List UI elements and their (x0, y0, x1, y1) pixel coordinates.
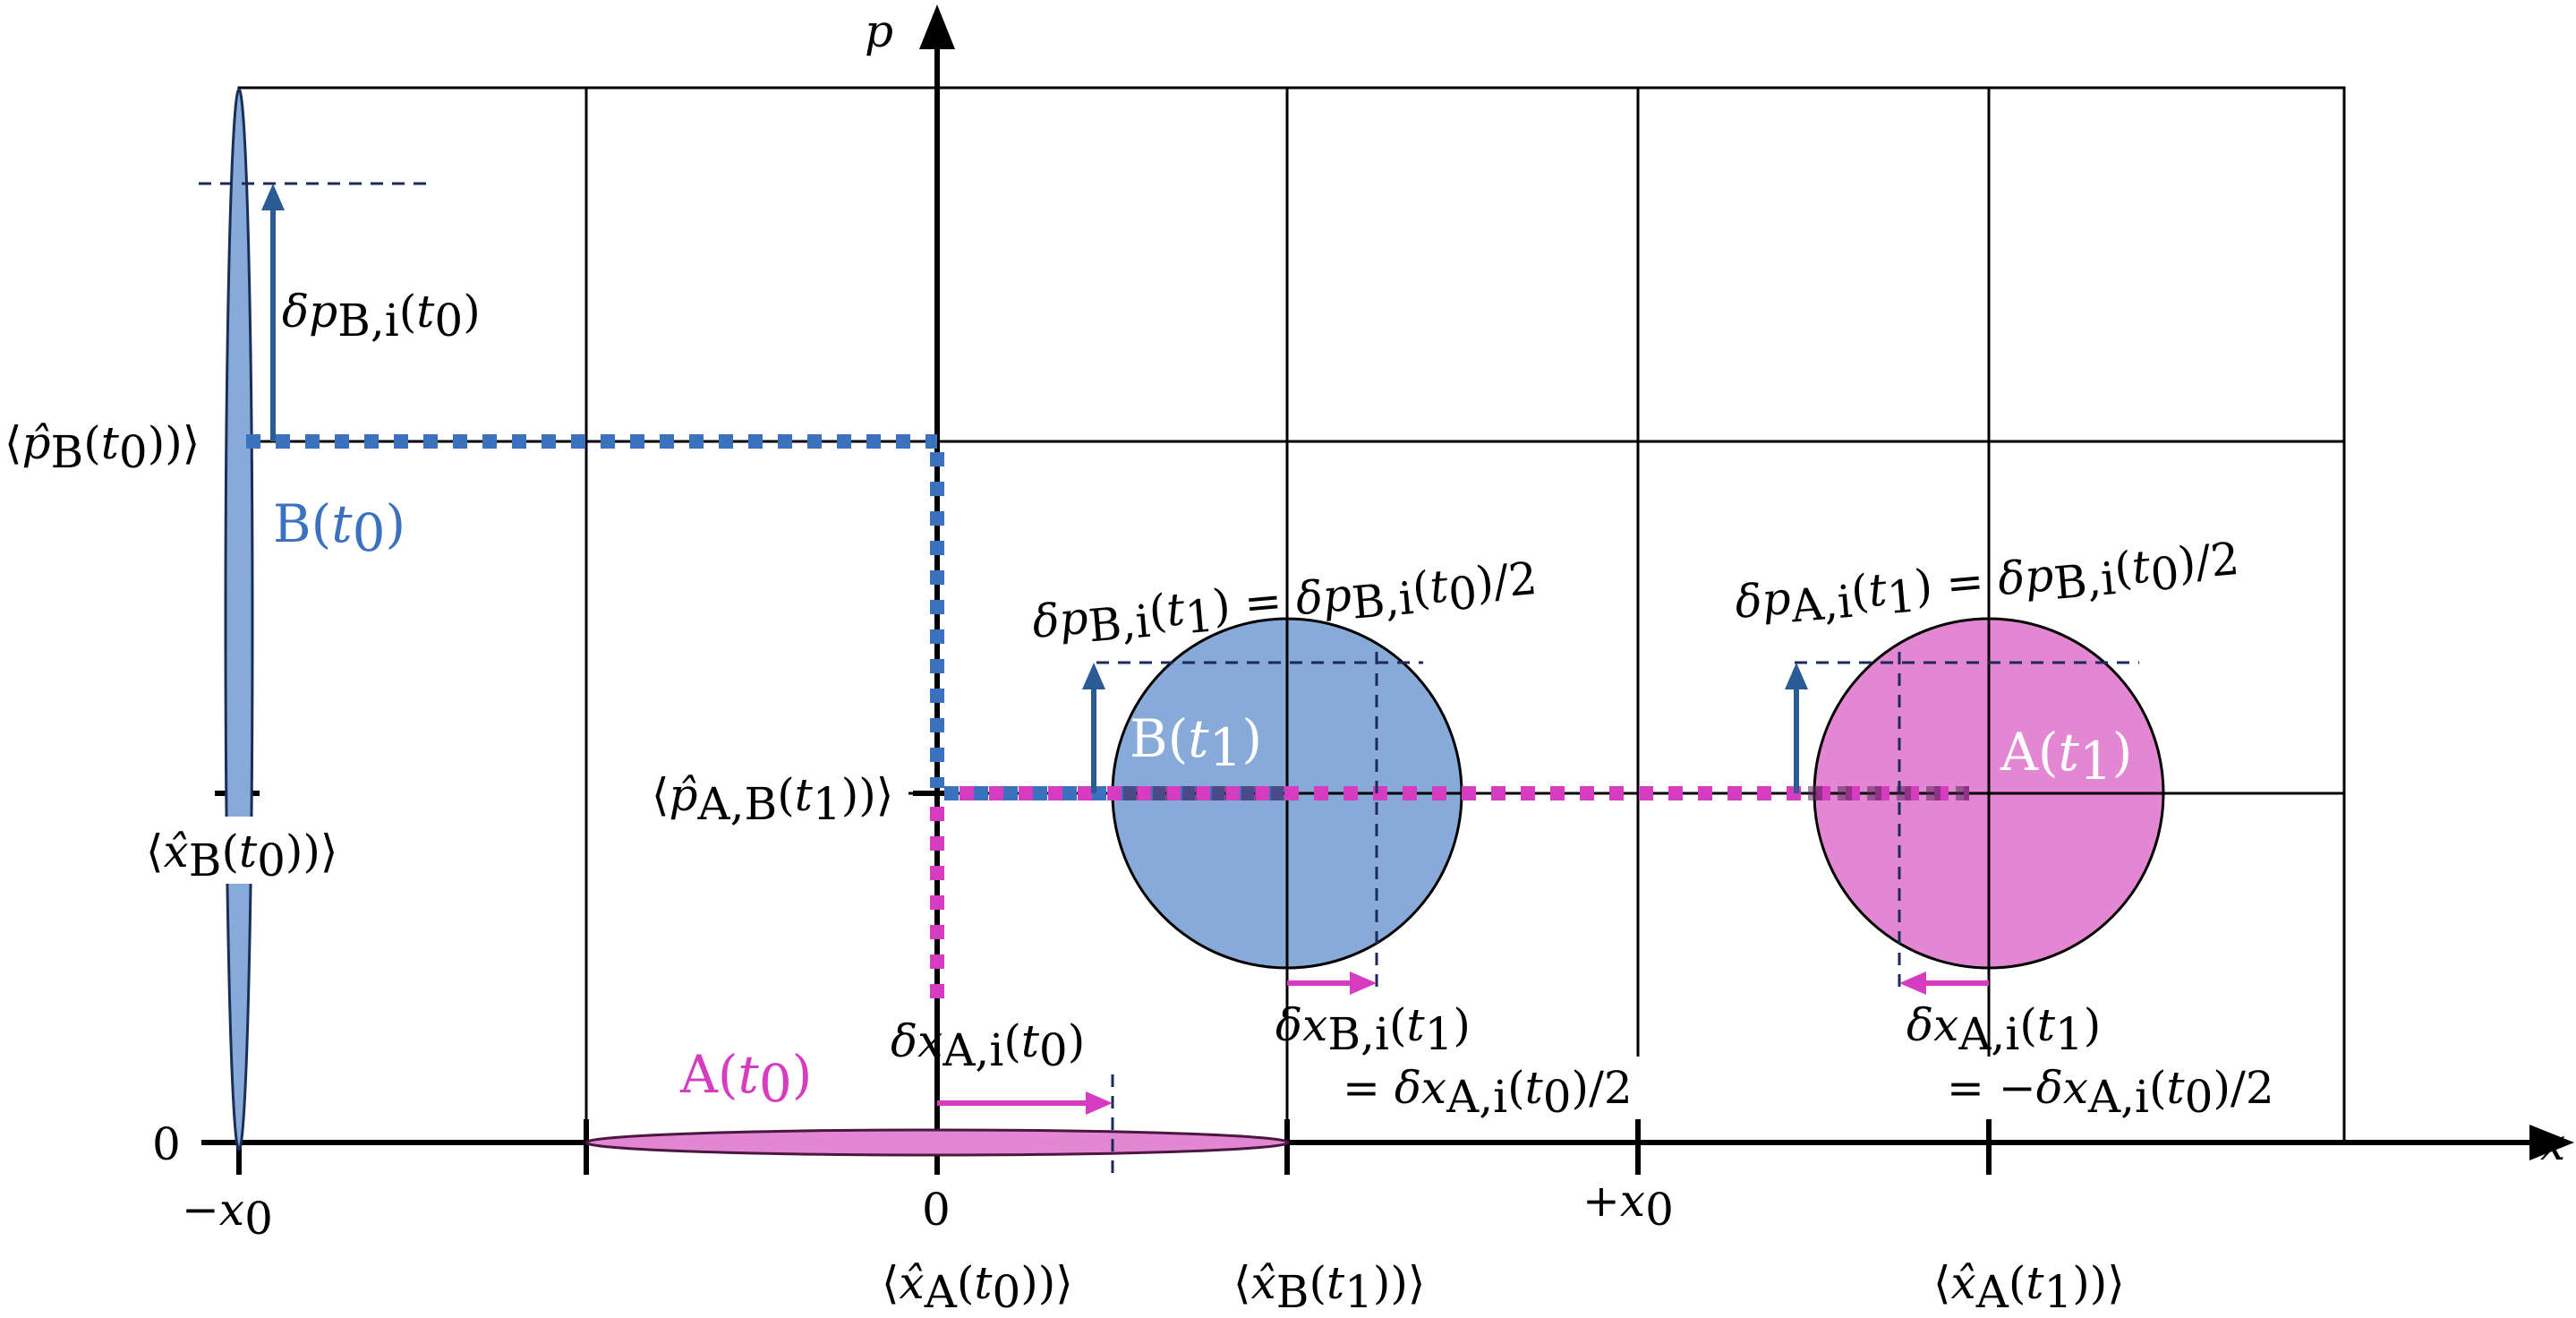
arrow-dxBi-t1-head (1350, 971, 1377, 995)
label-xA-t1: ⟨x̂A(t1))⟩ (1933, 1257, 2125, 1318)
label-pB-t0: ⟨p̂B(t0))⟩ (4, 417, 200, 478)
label-xB-t1: ⟨x̂B(t1))⟩ (1233, 1257, 1425, 1318)
x-axis-label: x (2540, 1118, 2565, 1170)
p-axis-label: p (865, 5, 893, 57)
wavepacket-A-t0 (584, 1128, 1290, 1157)
label-xB-t0: ⟨x̂B(t0))⟩ (146, 826, 337, 886)
packet-label-B-t1: B(t1) (1130, 708, 1262, 778)
label-dxBi-t1: δxB,i(t1) (1275, 999, 1471, 1060)
label-dxAi-t1: δxA,i(t1) (1906, 999, 2101, 1060)
arrow-dpAi-t1-head (1785, 663, 1808, 689)
label-dpBi-t1-eq: δpB,i(t1) = δpB,i(t0)/2 (1030, 552, 1540, 657)
label-dxAi-t0: δxA,i(t0) (891, 1015, 1085, 1076)
arrow-dxAi-t0-head (1086, 1091, 1113, 1115)
tick-label-zero: 0 (922, 1184, 951, 1236)
tick-label-pos-x0: +x0 (1582, 1175, 1674, 1236)
wavepacket-B-t0 (224, 88, 254, 1151)
label-xA-t0: ⟨x̂A(t0))⟩ (882, 1257, 1073, 1318)
arrows (261, 184, 1989, 1115)
zero-left-label: 0 (152, 1118, 181, 1170)
label-bg-dxAi-t1-rhs (1933, 1057, 2336, 1119)
label-bg-pAB-t1 (649, 761, 908, 828)
arrow-dxAi-t1-head (1899, 971, 1926, 995)
p-axis-arrowhead (919, 4, 955, 49)
arrow-dpBi-t1-head (1082, 663, 1105, 689)
label-bg-xB-t0 (143, 817, 349, 884)
magenta-dotted-path (930, 786, 1969, 998)
packet-label-B-t0: B(t0) (273, 493, 405, 563)
arrow-dpBi-t0-head (261, 184, 285, 210)
navy-dashed-guides (199, 182, 2139, 1177)
label-dxAi-t1-rhs: = −δxA,i(t0)/2 (1947, 1062, 2274, 1123)
blue-dotted-path (246, 434, 1287, 800)
label-dpBi-t0: δpB,i(t0) (282, 286, 481, 347)
label-dxBi-t1-rhs: = δxA,i(t0)/2 (1343, 1062, 1633, 1123)
tick-label-neg-x0: −x0 (182, 1184, 273, 1245)
packet-label-A-t0: A(t0) (679, 1044, 812, 1114)
x-axis-arrowhead (2529, 1125, 2574, 1160)
label-dpAi-t1-eq: δpA,i(t1) = δpB,i(t0)/2 (1733, 533, 2242, 638)
packet-label-A-t1: A(t1) (2000, 722, 2132, 792)
label-bg-dxBi-t1-rhs (1325, 1057, 1669, 1119)
label-pAB-t1: ⟨p̂A,B(t1))⟩ (652, 769, 893, 830)
